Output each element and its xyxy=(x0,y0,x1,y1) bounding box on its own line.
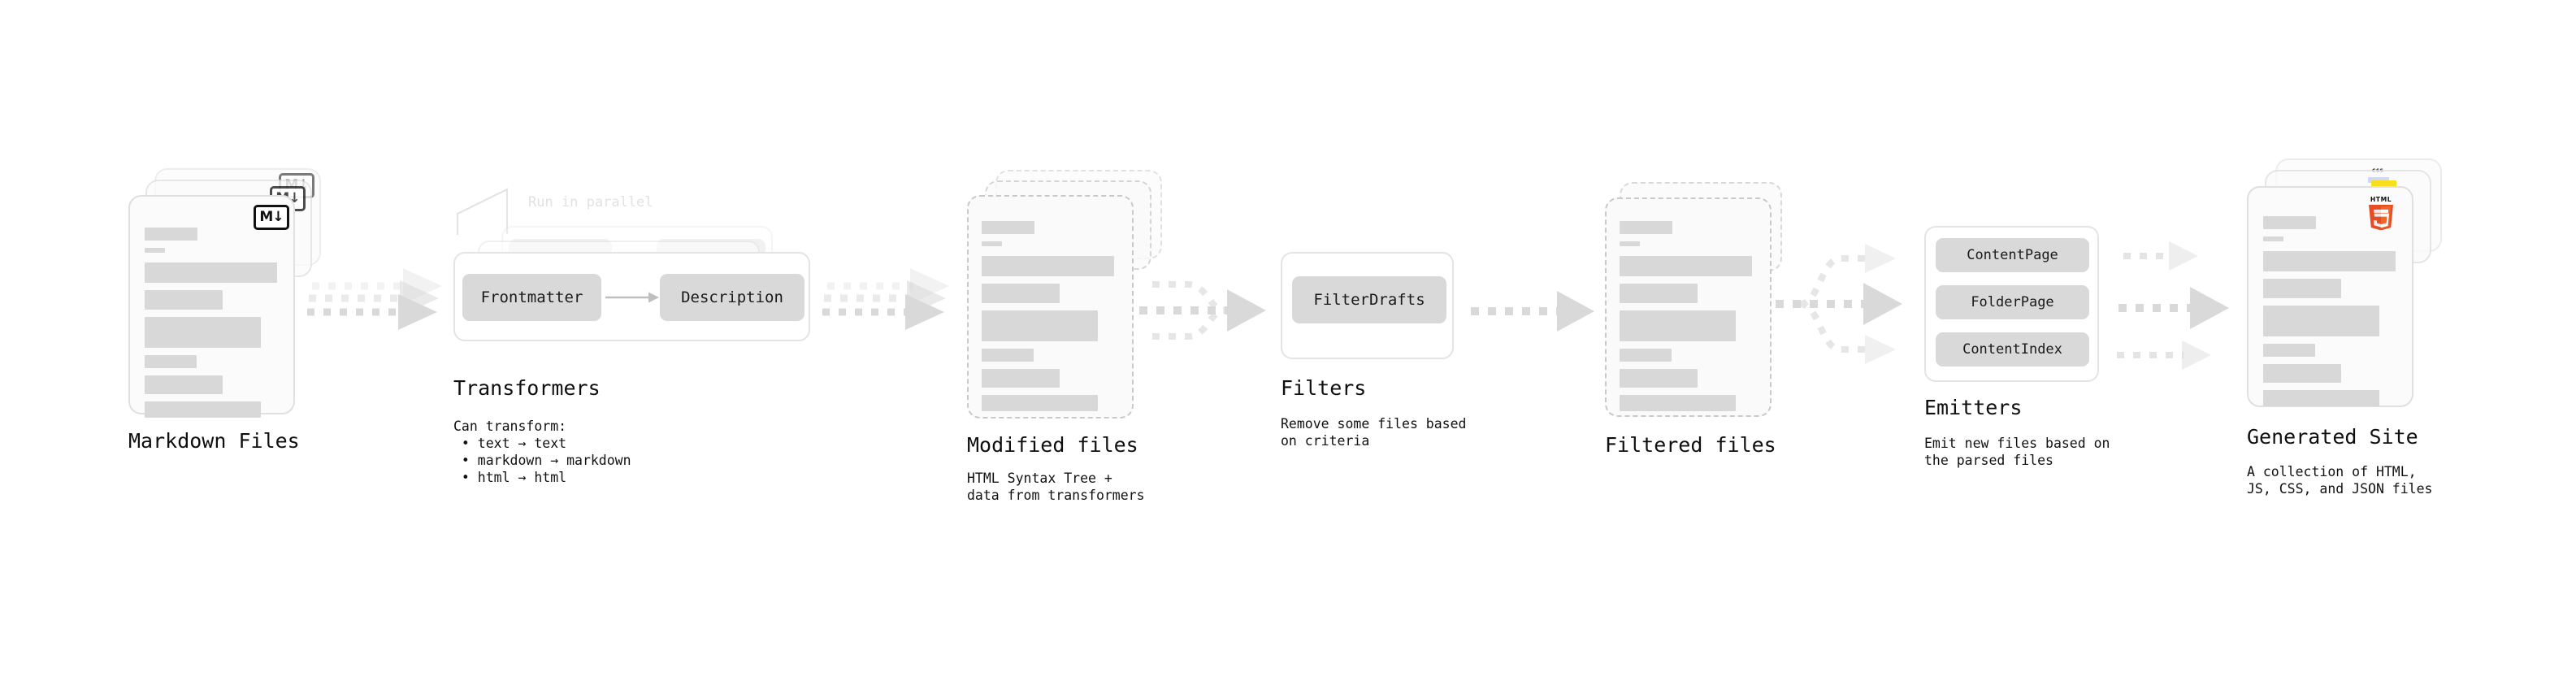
arrow-markdown-to-transformers xyxy=(307,268,442,330)
line xyxy=(982,395,1098,411)
line xyxy=(982,256,1114,276)
line xyxy=(2263,390,2379,406)
line xyxy=(1620,395,1736,411)
emitter-node-folderpage[interactable]: FolderPage xyxy=(1936,285,2089,319)
arrow-filters-to-filtered-files xyxy=(1471,291,1594,332)
arrow-transformers-to-modified-files xyxy=(822,268,949,330)
line xyxy=(2263,236,2283,241)
line xyxy=(2263,279,2341,298)
line xyxy=(1620,221,1672,234)
emitter-node-contentpage[interactable]: ContentPage xyxy=(1936,238,2089,272)
line xyxy=(1620,284,1698,303)
transformer-inner-arrow xyxy=(605,292,659,303)
transformer-node-description[interactable]: Description xyxy=(660,274,804,321)
arrow-filtered-files-to-emitters xyxy=(1776,244,1902,364)
filters-subtitle: Remove some files based on criteria xyxy=(1281,416,1467,449)
filter-node-filterdrafts[interactable]: FilterDrafts xyxy=(1292,276,1446,323)
arrow-modified-files-to-filters xyxy=(1139,281,1266,340)
filters-title: Filters xyxy=(1281,376,1367,400)
modified-card-lines xyxy=(982,221,1120,419)
line xyxy=(1620,310,1736,341)
line xyxy=(2263,364,2341,383)
line xyxy=(982,349,1034,362)
generated-site-title: Generated Site xyxy=(2247,425,2418,449)
line xyxy=(2263,306,2379,336)
markdown-card-lines xyxy=(145,228,283,425)
line xyxy=(145,290,223,310)
markdown-files-title: Markdown Files xyxy=(128,429,300,453)
filtered-files-title: Filtered files xyxy=(1605,433,1776,457)
modified-files-title: Modified files xyxy=(967,433,1138,457)
line xyxy=(982,221,1034,234)
line xyxy=(2263,344,2315,357)
line xyxy=(145,262,277,283)
transformers-subtitle: Can transform: • text → text • markdown … xyxy=(453,419,631,486)
generated-card-lines xyxy=(2263,216,2401,414)
transformers-title: Transformers xyxy=(453,376,601,400)
line xyxy=(145,401,261,418)
html5-icon: HTML xyxy=(2366,194,2396,231)
svg-text:HTML: HTML xyxy=(2370,196,2392,203)
line xyxy=(145,248,165,253)
run-in-parallel-leader-line xyxy=(456,188,509,235)
modified-files-subtitle: HTML Syntax Tree + data from transformer… xyxy=(967,471,1145,504)
line xyxy=(145,355,197,368)
line xyxy=(2263,251,2396,271)
line xyxy=(1620,369,1698,388)
line xyxy=(2263,216,2316,229)
line xyxy=(1620,241,1640,246)
line xyxy=(982,369,1060,388)
line xyxy=(145,375,223,394)
transformer-node-frontmatter[interactable]: Frontmatter xyxy=(462,274,601,321)
line xyxy=(982,284,1060,303)
line xyxy=(982,310,1098,341)
generated-site-subtitle: A collection of HTML, JS, CSS, and JSON … xyxy=(2247,464,2433,497)
line xyxy=(145,317,261,348)
run-in-parallel-label: Run in parallel xyxy=(528,194,653,210)
markdown-icon: M↓ xyxy=(254,205,289,230)
emitter-node-contentindex[interactable]: ContentIndex xyxy=(1936,332,2089,367)
line xyxy=(145,228,197,241)
filtered-card-lines xyxy=(1620,221,1758,419)
line xyxy=(1620,349,1672,362)
arrow-emitters-to-generated-site xyxy=(2117,241,2229,370)
emitters-subtitle: Emit new files based on the parsed files xyxy=(1924,436,2110,469)
line xyxy=(1620,256,1752,276)
line xyxy=(982,241,1002,246)
emitters-title: Emitters xyxy=(1924,396,2023,419)
